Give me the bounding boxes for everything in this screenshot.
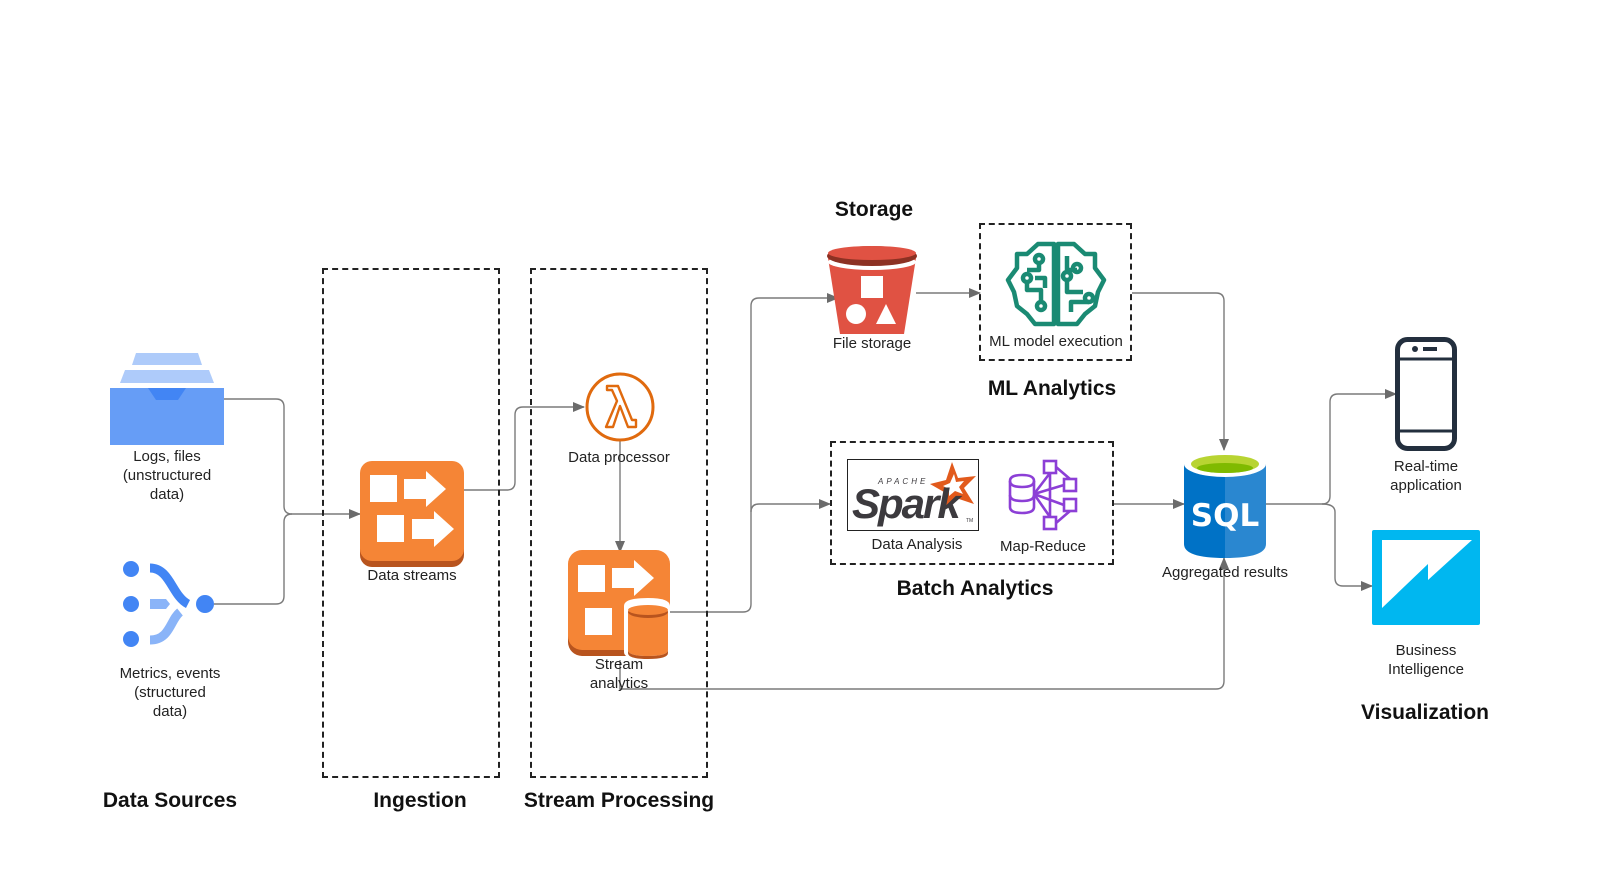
ml-model-node[interactable] bbox=[1005, 240, 1107, 328]
edge-sql-to-bi bbox=[1321, 503, 1373, 591]
svg-text:SQL: SQL bbox=[1191, 498, 1259, 534]
bi-node[interactable] bbox=[1372, 530, 1480, 625]
svg-text:Spark: Spark bbox=[852, 480, 963, 527]
ml-brain-icon bbox=[1005, 241, 1107, 327]
edge-logs-to-streams bbox=[224, 398, 361, 519]
merge-flow-icon bbox=[123, 561, 214, 647]
edge-analytics-to-sql bbox=[619, 557, 1229, 690]
data-streams-label: Data streams bbox=[367, 567, 457, 584]
data-processor-node[interactable] bbox=[584, 372, 656, 444]
file-storage-label: File storage bbox=[832, 335, 912, 352]
ml-analytics-group bbox=[979, 223, 1132, 361]
realtime-app-label: Real-time application bbox=[1390, 458, 1462, 494]
map-reduce-node[interactable] bbox=[1006, 459, 1080, 531]
edge-analytics-to-storage bbox=[668, 293, 839, 613]
edge-streams-to-processor bbox=[464, 402, 585, 491]
logs-label: Logs, files (unstructured data) bbox=[122, 448, 212, 503]
section-title-data-sources: Data Sources bbox=[102, 789, 238, 812]
lambda-icon bbox=[585, 372, 655, 442]
stream-processing-group bbox=[530, 268, 708, 778]
section-title-storage: Storage bbox=[834, 198, 914, 221]
section-title-visualization: Visualization bbox=[1361, 701, 1489, 724]
realtime-app-node[interactable] bbox=[1395, 337, 1457, 451]
map-reduce-icon bbox=[1008, 459, 1078, 531]
section-title-batch-analytics: Batch Analytics bbox=[896, 577, 1054, 600]
kinesis-analytics-icon bbox=[568, 550, 670, 660]
section-title-ml-analytics: ML Analytics bbox=[987, 377, 1117, 400]
sql-label: Aggregated results bbox=[1162, 564, 1288, 581]
ingestion-group bbox=[322, 268, 500, 778]
batch-analytics-group bbox=[830, 441, 1114, 565]
edge-ml-to-sql bbox=[1132, 292, 1229, 451]
spark-node[interactable]: APACHE Spark TM bbox=[847, 459, 979, 531]
sql-database-icon: SQL bbox=[1184, 451, 1266, 558]
s3-bucket-icon bbox=[827, 246, 917, 334]
bi-label: Business Intelligence bbox=[1388, 642, 1464, 678]
metrics-label: Metrics, events (structured data) bbox=[119, 665, 221, 720]
apache-spark-logo: APACHE Spark TM bbox=[852, 462, 976, 527]
kinesis-streams-icon bbox=[360, 461, 464, 567]
data-streams-node[interactable] bbox=[360, 461, 464, 567]
section-title-stream-processing: Stream Processing bbox=[523, 789, 715, 812]
sql-node[interactable]: SQL bbox=[1184, 450, 1266, 558]
edge-metrics-to-streams bbox=[214, 513, 293, 605]
ml-model-label: ML model execution bbox=[989, 333, 1123, 350]
file-storage-node[interactable] bbox=[826, 244, 918, 336]
data-processor-label: Data processor bbox=[568, 449, 670, 466]
svg-text:APACHE: APACHE bbox=[877, 477, 928, 486]
logs-node[interactable] bbox=[110, 353, 224, 445]
section-title-ingestion: Ingestion bbox=[373, 789, 467, 812]
spark-label: Data Analysis bbox=[871, 536, 963, 553]
edge-analytics-to-batch bbox=[750, 499, 831, 513]
stream-analytics-label: Stream analytics bbox=[589, 656, 649, 692]
metrics-node[interactable] bbox=[120, 558, 220, 650]
svg-text:TM: TM bbox=[966, 518, 973, 524]
inbox-tray-icon bbox=[110, 353, 224, 445]
power-bi-icon bbox=[1372, 530, 1480, 625]
stream-analytics-node[interactable] bbox=[568, 550, 670, 660]
mobile-phone-icon bbox=[1395, 337, 1457, 451]
map-reduce-label: Map-Reduce bbox=[1000, 538, 1086, 555]
